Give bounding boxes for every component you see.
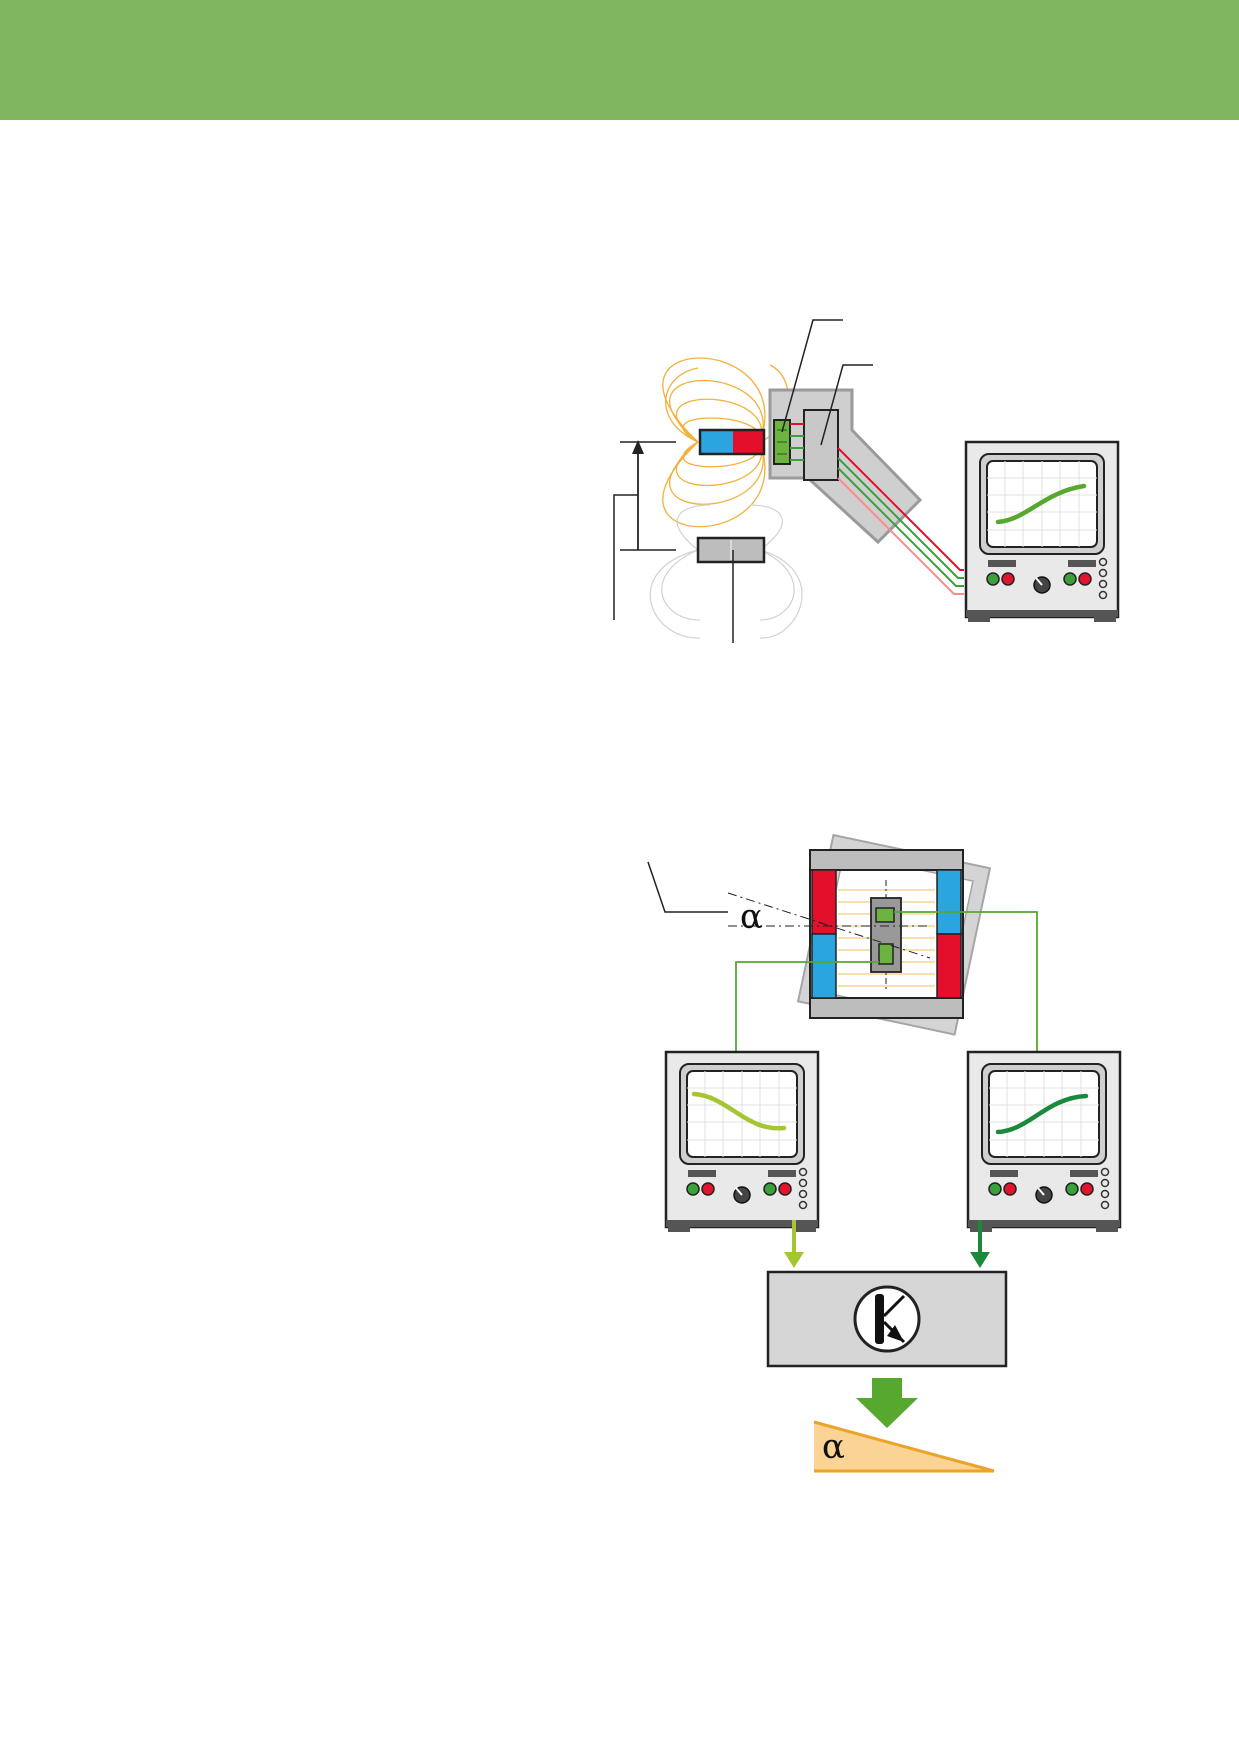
upper-figure: [613, 319, 1120, 643]
magnet-south-pole: [700, 430, 733, 454]
rotated-axis: [727, 892, 931, 959]
magnetic-field-lines-inactive: [649, 504, 803, 639]
angle-symbol-output: α: [822, 1427, 845, 1467]
oscilloscope-icon: [664, 1050, 820, 1234]
hall-element-one: [875, 907, 895, 923]
signal-arrow-one: [784, 1220, 804, 1268]
leader-line-chip: [820, 364, 873, 446]
signal-arrow-two: [970, 1220, 990, 1268]
output-arrow: [856, 1378, 918, 1428]
trace-sensor-one: [691, 1091, 787, 1131]
leader-line-angle: [647, 861, 728, 913]
oscilloscope-trace: [995, 483, 1087, 525]
right-magnet-north: [936, 933, 962, 999]
leader-line-distance: [613, 494, 638, 620]
leader-line-hall-element: [781, 319, 843, 433]
trace-sensor-two: [995, 1093, 1089, 1135]
oscilloscope-icon: [966, 1050, 1122, 1234]
active-magnet: [698, 428, 766, 456]
sensor-cable: [837, 447, 964, 595]
angle-symbol-sensor: α: [740, 897, 763, 937]
wire-sensor-two: [894, 911, 1038, 1052]
lower-figure: α: [647, 833, 1122, 1473]
hall-element-two: [878, 943, 894, 965]
oscilloscope-icon: [964, 440, 1120, 624]
right-magnet-south: [936, 869, 962, 935]
left-magnet-south: [811, 933, 837, 999]
distance-arrow: [632, 440, 644, 454]
magnet-north-pole: [733, 430, 764, 454]
wire-sensor-one: [735, 961, 879, 1052]
header-band: [0, 0, 1239, 120]
transistor-icon: [853, 1285, 921, 1353]
